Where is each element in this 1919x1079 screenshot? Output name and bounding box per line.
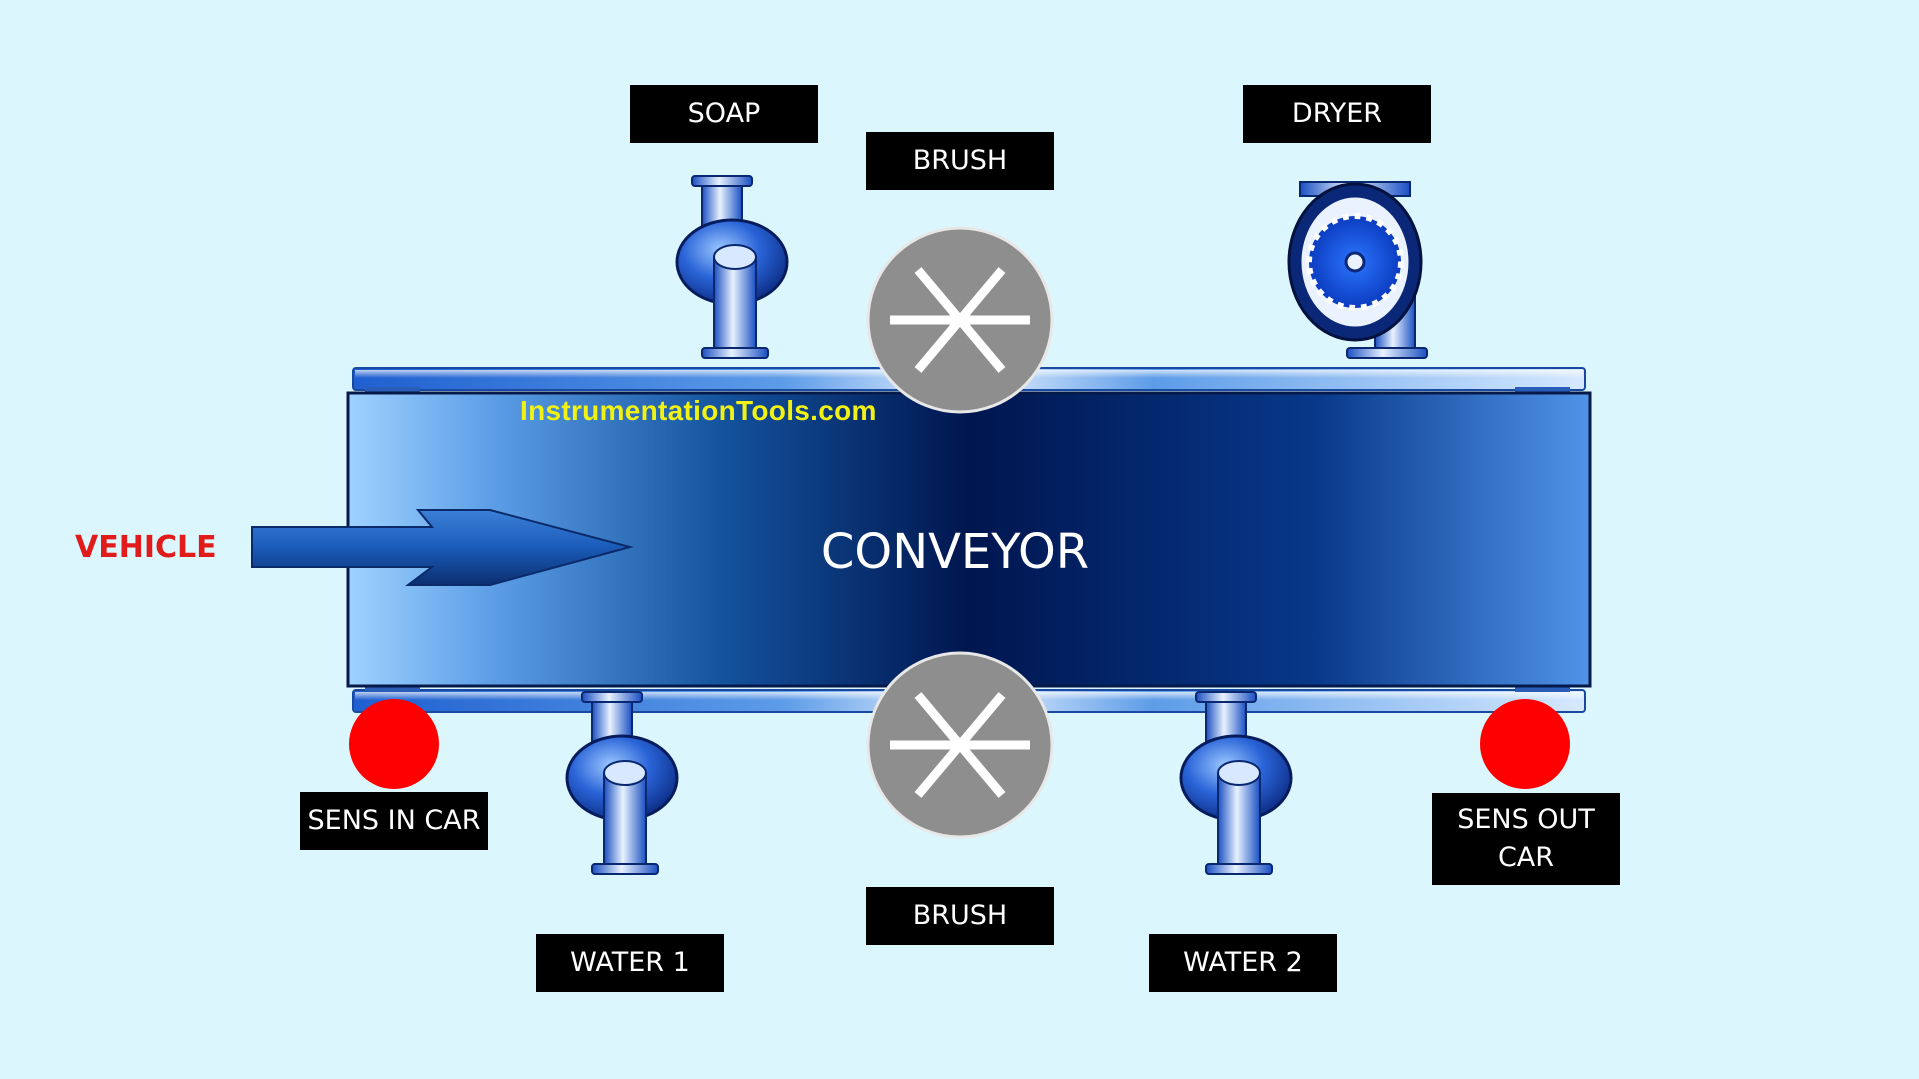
water1-label: WATER 1 <box>536 934 724 992</box>
vehicle-arrow-icon <box>251 509 634 586</box>
soap-label: SOAP <box>630 85 818 143</box>
vehicle-label: VEHICLE <box>75 530 217 565</box>
conveyor-label: CONVEYOR <box>820 524 1090 580</box>
water1-pump-icon <box>565 690 679 876</box>
sensor-in-indicator <box>349 699 439 789</box>
dryer-label: DRYER <box>1243 85 1431 143</box>
soap-pump-icon <box>675 174 789 360</box>
dryer-fan-icon <box>1287 181 1428 359</box>
water2-pump-icon <box>1179 690 1293 876</box>
top-brush-icon <box>868 228 1052 412</box>
brush-bottom-label: BRUSH <box>866 887 1054 945</box>
sensor-out-indicator <box>1480 699 1570 789</box>
sens-out-label: SENS OUT CAR <box>1432 793 1620 885</box>
water2-label: WATER 2 <box>1149 934 1337 992</box>
brush-top-label: BRUSH <box>866 132 1054 190</box>
watermark-text: InstrumentationTools.com <box>520 395 877 426</box>
sens-in-label: SENS IN CAR <box>300 792 488 850</box>
bottom-brush-icon <box>868 653 1052 837</box>
